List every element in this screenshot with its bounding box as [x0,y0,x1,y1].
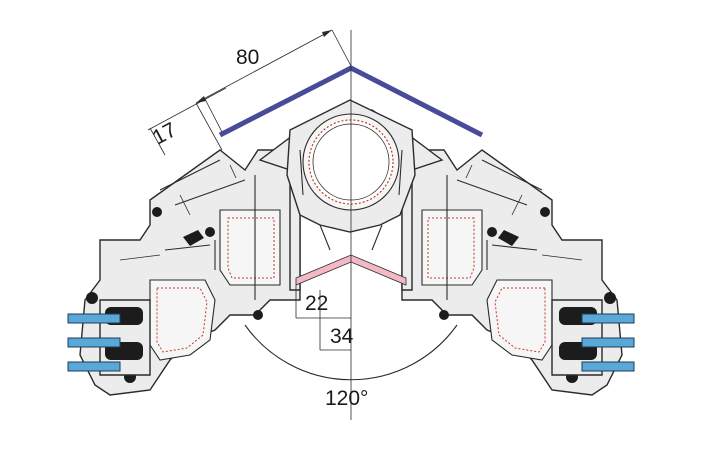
dimension-80-label: 80 [236,46,259,69]
dimension-17-label: 17 [149,118,180,149]
dimension-34: 34 [319,290,354,351]
dimension-22-label: 22 [305,292,328,315]
dimension-80: 80 [195,29,352,151]
dimension-22: 22 [295,285,351,319]
angle-label: 120° [325,387,368,410]
dimension-34-label: 34 [330,325,354,348]
dimension-17: 17 [147,87,227,156]
